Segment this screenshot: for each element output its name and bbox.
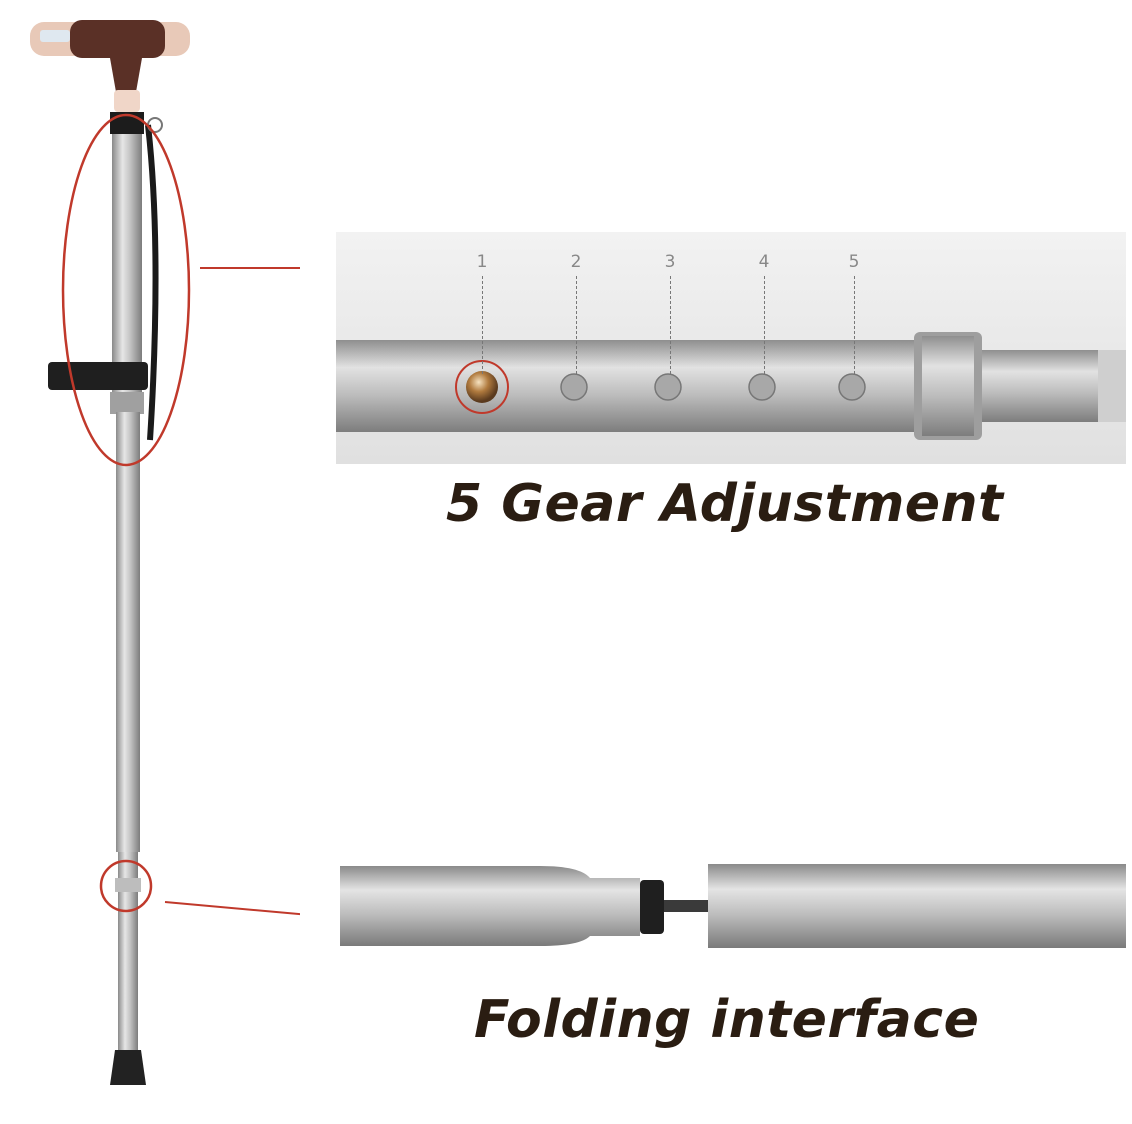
cane-illustration bbox=[30, 20, 300, 1085]
gear-number-3: 3 bbox=[664, 252, 676, 272]
gear-leader-line bbox=[854, 276, 855, 374]
gear-number-5: 5 bbox=[848, 252, 860, 272]
gear-adjustment-photo bbox=[336, 232, 1126, 464]
gear-leader-line bbox=[576, 276, 577, 374]
folding-interface-photo bbox=[340, 862, 1126, 950]
folding-interface-caption: Folding interface bbox=[474, 990, 980, 1050]
gear-adjustment-caption: 5 Gear Adjustment bbox=[446, 474, 1004, 534]
gear-number-4: 4 bbox=[758, 252, 770, 272]
cane-handle bbox=[30, 20, 190, 112]
gear-leader-line bbox=[482, 276, 483, 374]
gear-leader-line bbox=[670, 276, 671, 374]
gear-number-1: 1 bbox=[476, 252, 488, 272]
gear-number-2: 2 bbox=[570, 252, 582, 272]
gear-leader-line bbox=[764, 276, 765, 374]
